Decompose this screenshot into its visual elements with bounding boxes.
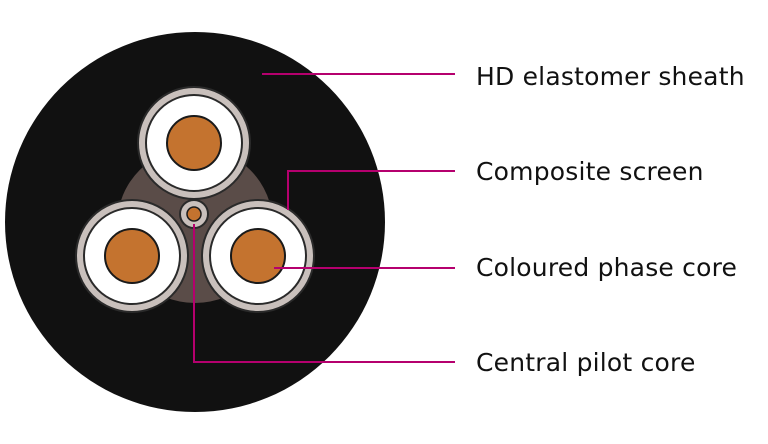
label-hd-elastomer-sheath: HD elastomer sheath <box>476 62 745 91</box>
label-central-pilot-core: Central pilot core <box>476 348 696 377</box>
phase-core-top <box>137 86 251 200</box>
phase-core-left <box>75 199 189 313</box>
label-composite-screen: Composite screen <box>476 157 704 186</box>
phase-core-right <box>201 199 315 313</box>
leader-line-screen <box>287 170 455 210</box>
label-coloured-phase-core: Coloured phase core <box>476 253 738 282</box>
pilot-core <box>179 199 209 229</box>
leader-line-pilot <box>193 224 455 363</box>
